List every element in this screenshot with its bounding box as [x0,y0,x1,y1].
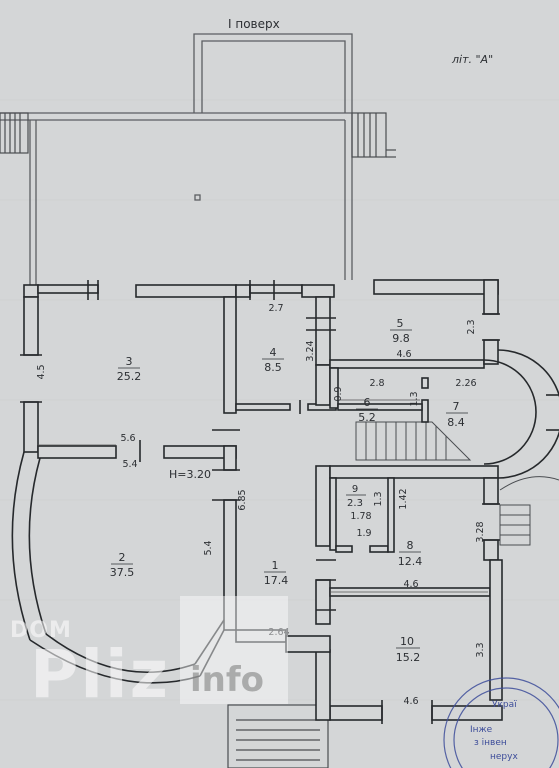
dim-1-9: 1.9 [356,528,371,539]
room-9-number: 9 [352,484,358,495]
room-10-area: 15.2 [396,651,421,664]
floor-title: I поверх [228,17,280,31]
dim-5-4-a: 5.4 [122,459,137,470]
side-stairs [499,476,559,546]
dim-2-64: 2.64 [268,627,289,638]
room-4-area: 8.5 [264,361,282,374]
room-labels: 3 25.2 4 8.5 5 9.8 6 5.2 7 8.4 9 2.3 8 1… [110,317,468,664]
room-8-area: 12.4 [398,555,423,568]
dim-3-24: 3.24 [305,340,316,361]
entrance-stairs-top [0,112,396,158]
internal-stairs [355,421,472,461]
room-10-number: 10 [400,635,414,648]
room-9-area: 2.3 [347,498,363,509]
stamp-line-1: Украї [492,700,517,710]
watermark-suffix: info [190,660,265,700]
room-1-number: 1 [272,559,279,572]
dim-1-3-b: 1.3 [373,491,384,506]
dimension-lines [38,399,488,593]
dim-6-85: 6.85 [237,489,248,510]
watermark-box [180,596,288,704]
room-3-area: 25.2 [117,370,142,383]
room-7-number: 7 [453,400,460,413]
room-2-number: 2 [119,551,126,564]
dim-2-8: 2.8 [369,378,384,389]
dim-5-4-b: 5.4 [203,540,214,555]
room-8-number: 8 [407,539,414,552]
room-6-number: 6 [364,396,371,409]
dim-4-6-c: 4.6 [403,696,418,707]
dim-5-6: 5.6 [120,433,135,444]
room-2-area: 37.5 [110,566,135,579]
dim-1-3-a: 1.3 [409,391,420,406]
letter-label: літ. "А" [452,53,494,66]
dim-1-78: 1.78 [350,511,371,522]
dim-2-3: 2.3 [466,319,477,334]
stamp-line-4: нерух [490,752,518,762]
dim-1-42: 1.42 [398,488,409,509]
room-5-area: 9.8 [392,332,410,345]
room-5-number: 5 [397,317,404,330]
room-3-number: 3 [126,355,133,368]
room-1-area: 17.4 [264,574,289,587]
room-6-area: 5.2 [358,411,376,424]
dim-4-5: 4.5 [36,364,47,379]
dim-4-6-a: 4.6 [396,349,411,360]
stamp-line-3: з інвен [474,738,507,748]
entrance-stairs-bottom [227,704,329,768]
wall-room-7-curve [483,349,559,479]
dim-0-9: 0.9 [333,386,344,401]
dimension-labels: 4.5 5.6 5.4 2.7 3.24 4.6 2.3 0.9 2.8 2.2… [36,303,486,707]
room-4-number: 4 [270,346,277,359]
dim-3-3: 3.3 [475,642,486,657]
dim-3-28: 3.28 [475,521,486,542]
watermark-brand: Pliz [30,636,171,713]
window-marks [20,280,500,724]
wall-room-2-curve [11,451,225,684]
dim-4-6-b: 4.6 [403,579,418,590]
dim-2-7: 2.7 [268,303,283,314]
ceiling-height: H=3.20 [169,468,211,481]
watermark-small: DOM [10,618,72,643]
terrace-outline [0,33,353,285]
stamp-line-2: Інже [470,725,493,735]
dim-2-26: 2.26 [455,378,476,389]
seal-stamp [443,677,559,768]
room-7-area: 8.4 [447,416,465,429]
